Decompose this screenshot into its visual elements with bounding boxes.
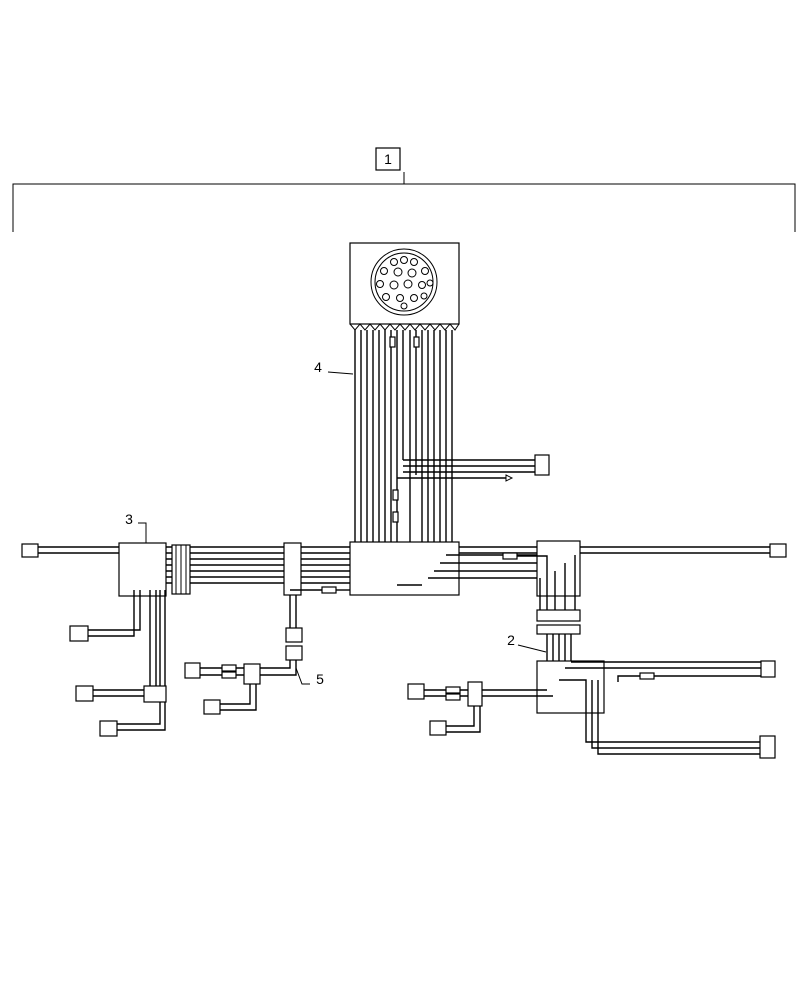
upper-right-branch (397, 454, 550, 482)
right-sub-harness: 2 (407, 540, 776, 759)
assembly-bracket: 1 (12, 147, 796, 232)
callout-5-label: 5 (316, 671, 324, 687)
callout-4-label: 4 (314, 359, 322, 375)
callout-2-label: 2 (507, 632, 515, 648)
main-trunk-wires (354, 330, 453, 590)
connector-pins (376, 256, 434, 310)
callout-3-label: 3 (125, 511, 133, 527)
small-harness: 5 (184, 586, 350, 715)
round-main-connector (349, 242, 460, 331)
left-sub-harness: 3 (69, 511, 302, 737)
callout-1-label: 1 (384, 151, 392, 167)
trunk-label: 4 (314, 359, 354, 375)
